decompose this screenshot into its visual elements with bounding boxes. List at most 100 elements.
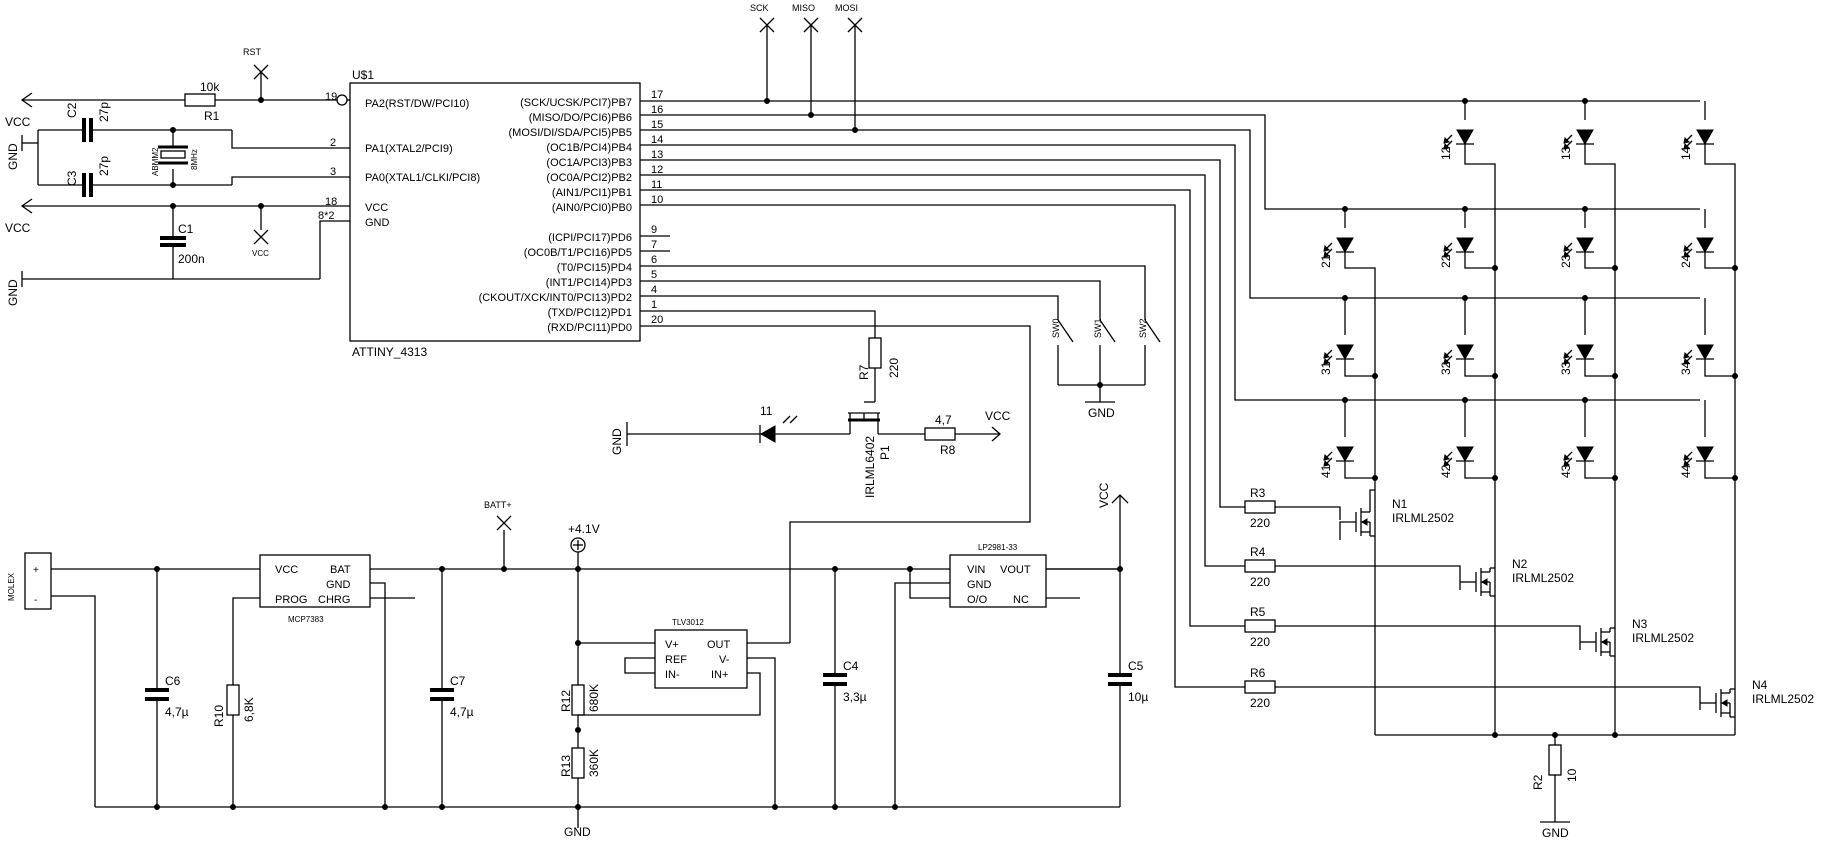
mcu-pin-pb5: (MOSI/DI/SDA/PCI5)PB5	[509, 127, 632, 139]
led-42-label: 42	[1439, 464, 1453, 478]
charger-mcp7383	[259, 554, 371, 608]
power-section: + - MOLEX C6 4,7µ VCC BAT GND PROG CHRG …	[7, 482, 1148, 839]
tlv-vm: V-	[719, 654, 730, 666]
r3-label: R3	[1250, 486, 1266, 500]
led-13	[1563, 129, 1595, 150]
pin-num-14: 14	[651, 134, 663, 146]
r2-value: 10	[1565, 768, 1579, 782]
c2-label: C2	[65, 102, 79, 118]
indicator-led-driver: GND 11 IRLML6402 P1 4,7 R8 VCC	[610, 401, 1011, 498]
tlv-out: OUT	[707, 639, 731, 651]
mosfet-n3	[1595, 627, 1611, 657]
led-23-label: 23	[1559, 254, 1573, 268]
led-33	[1563, 344, 1595, 365]
mcu-pin-pb0: (AIN0/PCI0)PB0	[552, 202, 632, 214]
c6-label: C6	[165, 674, 181, 688]
mcu-pin-pb6: (MISO/DO/PCI6)PB6	[529, 112, 632, 124]
regulator-lp2981	[949, 554, 1047, 608]
mcu-pin-vcc: VCC	[365, 202, 388, 214]
mcu-name: U$1	[352, 68, 374, 82]
n2-part: IRLML2502	[1512, 571, 1574, 585]
resistor-r13	[571, 747, 585, 779]
pin-num-8-2: 8*2	[318, 210, 335, 222]
pin-num-20: 20	[651, 314, 663, 326]
r6-value: 220	[1250, 696, 1270, 710]
n1-part: IRLML2502	[1392, 511, 1454, 525]
led-row-1: 12 13 14	[1439, 98, 1736, 274]
led-24	[1683, 237, 1715, 258]
net-vcc-1: VCC	[5, 115, 31, 129]
led-matrix: R2 10 GND 12 13 14 21 22 23 24	[1319, 98, 1738, 840]
r13-label: R13	[559, 755, 573, 777]
led-33-label: 33	[1559, 361, 1573, 375]
led-31-label: 31	[1319, 361, 1333, 375]
c4-value: 3,3µ	[843, 690, 867, 704]
c1-label: C1	[178, 222, 194, 236]
lp-nc: NC	[1013, 594, 1029, 606]
spi-programming-header: SCK MISO MOSI	[750, 3, 863, 133]
mcu-pin-gnd: GND	[365, 217, 390, 229]
r13-value: 360K	[587, 749, 601, 777]
p1-label: P1	[878, 445, 892, 460]
r4-label: R4	[1250, 545, 1266, 559]
net-gnd-1: GND	[6, 143, 20, 170]
r1-label: R1	[204, 109, 220, 123]
sw0-label: SW0	[1051, 318, 1061, 338]
led-12	[1443, 129, 1475, 150]
mcp-label: MCP7383	[288, 615, 324, 624]
comparator-tlv3012	[654, 629, 748, 689]
r8-label: R8	[940, 443, 956, 457]
net-sck: SCK	[750, 3, 769, 13]
c3-label: C3	[65, 170, 79, 186]
c4-label: C4	[843, 659, 859, 673]
pin-num-5: 5	[651, 269, 657, 281]
mcu-pin-pb7: (SCK/UCSK/PCI7)PB7	[520, 97, 632, 109]
xtal-label: ABMM2	[151, 147, 160, 176]
mcp-vcc: VCC	[275, 564, 298, 576]
led-43	[1563, 446, 1595, 467]
mcu-pin-pd5: (OC0B/T1/PCI16)PD5	[524, 247, 632, 259]
resistor-r7	[868, 337, 882, 369]
pin-num-13: 13	[651, 149, 663, 161]
matrix-wiring	[640, 100, 1700, 688]
mosfet-n1	[1355, 507, 1371, 537]
pin-num-6: 6	[651, 254, 657, 266]
mcu-pin-pb4: (OC1B/PCI4)PB4	[546, 142, 632, 154]
c5-value: 10µ	[1128, 690, 1148, 704]
pin-num-12: 12	[651, 164, 663, 176]
net-miso: MISO	[792, 3, 815, 13]
pin-num-7: 7	[651, 239, 657, 251]
net-mosi: MOSI	[835, 3, 858, 13]
xtal-value: 8MHz	[190, 149, 199, 170]
led-23	[1563, 237, 1595, 258]
resistor-r3	[1244, 500, 1276, 514]
net-vcc-small: VCC	[252, 249, 269, 258]
net-gnd-power: GND	[564, 825, 591, 839]
r5-value: 220	[1250, 635, 1270, 649]
led-21	[1323, 237, 1355, 258]
sw2-label: SW2	[1138, 318, 1148, 338]
pin-num-4: 4	[651, 284, 657, 296]
led-13-label: 13	[1559, 146, 1573, 160]
tlv-vp: V+	[665, 639, 679, 651]
led-row-2: 21 22 23 24	[1319, 206, 1738, 274]
mcu-pin-pa1: PA1(XTAL2/PCI9)	[365, 143, 453, 155]
pin-num-9: 9	[651, 224, 657, 236]
resistor-r2	[1548, 744, 1562, 776]
r2-label: R2	[1531, 774, 1545, 790]
crystal	[160, 150, 186, 159]
led-12-label: 12	[1439, 146, 1453, 160]
tlv-inm: IN-	[665, 669, 680, 681]
tlv-ref: REF	[665, 654, 687, 666]
r3-value: 220	[1250, 516, 1270, 530]
mcu-pin-pd0: (RXD/PCI11)PD0	[547, 322, 632, 334]
n4-label: N4	[1752, 678, 1768, 692]
mcp-prog: PROG	[275, 594, 307, 606]
r12-label: R12	[559, 690, 573, 712]
mcu-pin-pd3: (INT1/PCI14)PD3	[546, 277, 632, 289]
r7-value: 220	[887, 358, 901, 378]
molex-minus: -	[34, 595, 37, 606]
led-14	[1683, 129, 1715, 150]
r1-value: 10k	[200, 80, 220, 94]
led-31	[1323, 344, 1355, 365]
